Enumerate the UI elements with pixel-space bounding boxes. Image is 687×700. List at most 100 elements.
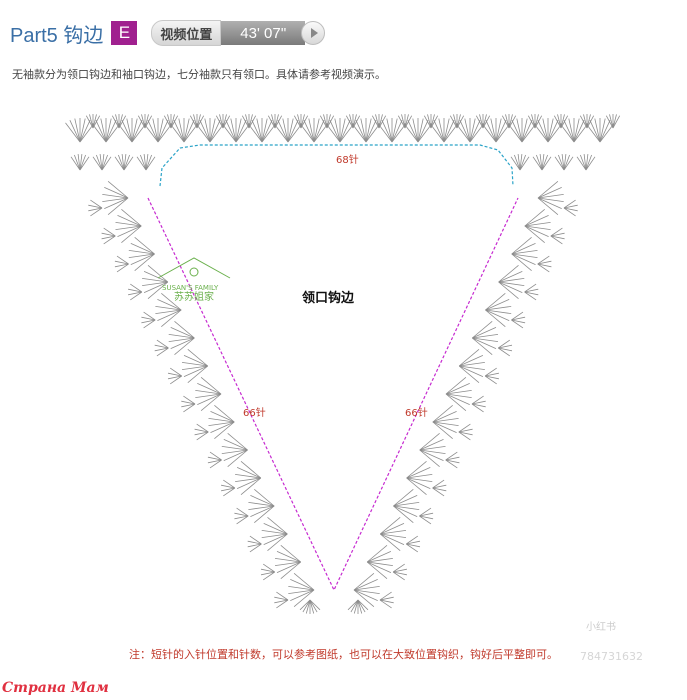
stitch-mark: [573, 120, 585, 143]
stitch-mark: [103, 227, 116, 237]
stitch-mark: [547, 118, 554, 143]
stitch-mark: [247, 540, 262, 545]
stitch-mark: [329, 120, 341, 143]
watermark-line-2: 苏苏姐家: [174, 290, 214, 303]
stitch-mark: [170, 337, 195, 349]
stitch-mark: [181, 365, 208, 370]
stitch-mark: [128, 288, 142, 293]
stitch-mark: [380, 516, 401, 535]
stitch-mark: [273, 122, 289, 143]
stitch-mark: [445, 393, 467, 412]
header: Part5 钩边 E 视频位置 43' 07'': [10, 18, 326, 48]
stitch-mark: [498, 271, 523, 283]
stitch-mark: [147, 264, 169, 283]
stitch-mark: [541, 156, 552, 171]
stitch-mark: [563, 154, 567, 171]
stitch-mark: [209, 118, 216, 143]
stitch-mark: [393, 502, 420, 507]
stitch-mark: [161, 309, 182, 328]
stitch-mark: [187, 365, 208, 384]
video-position-label: 视频位置: [151, 20, 222, 46]
stitch-mark: [157, 299, 182, 311]
stitch-mark: [511, 253, 538, 258]
stitch-mark: [102, 194, 129, 199]
stitch-mark: [524, 225, 545, 244]
stitch-mark: [261, 533, 288, 538]
stitch-mark: [274, 599, 289, 604]
stitch-mark: [274, 596, 289, 601]
stitch-mark: [498, 281, 519, 300]
play-icon[interactable]: [301, 21, 326, 45]
stitch-mark: [484, 367, 497, 377]
stitch-mark: [117, 122, 133, 143]
stitch-mark: [357, 599, 363, 614]
stitch-mark: [511, 243, 536, 255]
stitch-mark: [131, 118, 138, 143]
stitch-mark: [121, 208, 142, 227]
stitch-mark: [114, 263, 129, 268]
stitch-mark: [392, 563, 405, 573]
stitch-mark: [542, 118, 549, 143]
stitch-mark: [200, 393, 222, 412]
stitch-mark: [309, 599, 318, 613]
stitch-mark: [79, 118, 86, 143]
stitch-mark: [524, 215, 549, 227]
stitch-mark: [123, 156, 134, 171]
stitch-mark: [583, 114, 588, 129]
stitch-mark: [187, 348, 208, 367]
stitch-mark: [267, 533, 288, 552]
stitch-mark: [445, 393, 470, 405]
stitch-mark: [236, 507, 249, 517]
stitch-mark: [208, 418, 235, 423]
stitch-mark: [280, 544, 301, 563]
stitch-mark: [458, 365, 480, 384]
stitch-mark: [485, 309, 510, 321]
stitch-mark: [524, 283, 537, 293]
stitch-mark: [380, 533, 405, 545]
stitch-mark: [495, 120, 507, 143]
stitch-mark: [366, 551, 392, 563]
video-position-pill[interactable]: 视频位置 43' 07'': [151, 20, 326, 46]
stitch-mark: [432, 404, 453, 423]
stitch-mark: [116, 255, 129, 265]
stitch-mark: [199, 120, 211, 143]
stitch-mark: [193, 114, 198, 129]
stitch-mark: [380, 530, 407, 535]
stitch-mark: [290, 589, 315, 601]
stitch-mark: [519, 154, 526, 171]
stitch-mark: [69, 120, 81, 143]
stitch-mark: [325, 122, 341, 143]
stitch-mark: [141, 316, 156, 321]
stitch-mark: [101, 156, 112, 171]
stitch-mark: [585, 156, 596, 171]
stitch-mark: [531, 114, 536, 129]
stitch-mark: [241, 115, 250, 129]
stitch-mark: [537, 187, 562, 199]
stitch-mark: [377, 122, 393, 143]
stitch-mark: [445, 459, 460, 464]
stitch-mark: [550, 235, 565, 240]
stitch-mark: [168, 334, 195, 339]
stitch-mark: [214, 421, 235, 440]
stitch-mark: [107, 197, 129, 216]
stitch-mark: [472, 327, 497, 339]
stitch-mark: [290, 579, 315, 591]
stitch-mark: [115, 222, 142, 227]
stitch-mark: [514, 154, 521, 171]
stitch-mark: [353, 589, 380, 594]
stitch-mark: [145, 154, 149, 171]
stitch-mark: [532, 156, 543, 171]
stitch-mark: [464, 118, 471, 143]
stitch-mark: [195, 122, 211, 143]
stitch-mark: [511, 253, 536, 265]
stitch-mark: [524, 222, 551, 227]
stitch-mark: [195, 393, 222, 398]
stitch-mark: [240, 477, 262, 496]
stitch-mark: [121, 225, 142, 244]
stitch-mark: [223, 439, 248, 451]
stitch-mark: [276, 561, 301, 573]
stitch-mark: [471, 400, 486, 405]
stitch-mark: [386, 118, 393, 143]
stitch-mark: [495, 118, 502, 143]
stitch-mark: [379, 599, 392, 609]
